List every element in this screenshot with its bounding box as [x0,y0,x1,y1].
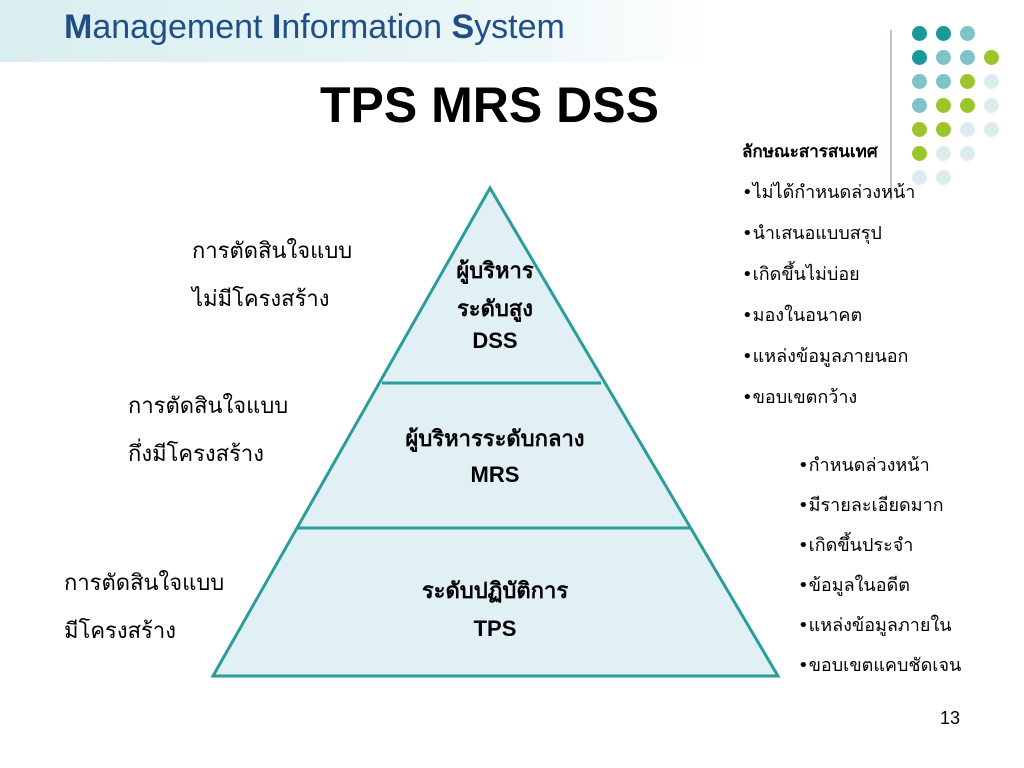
list-item: มองในอนาคต [742,295,915,336]
decorative-dot [912,50,927,65]
decorative-dot [960,122,975,137]
list-item: ขอบเขตกว้าง [742,377,915,418]
decorative-dot [960,50,975,65]
info-list-bottom: กำหนดล่วงหน้า มีรายละเอียดมาก เกิดขึ้นปร… [798,446,962,686]
info-list-top: ลักษณะสารสนเทศ ไม่ได้กำหนดล่วงหน้า นำเสน… [742,132,915,418]
list-item: ขอบเขตแคบชัดเจน [798,646,962,686]
decorative-dot [960,146,975,161]
decorative-dot [984,122,999,137]
list-item: มีรายละเอียดมาก [798,486,961,526]
decorative-dot [912,26,927,41]
list-item: ไม่ได้กำหนดล่วงหน้า [742,172,916,213]
decorative-dot [984,98,999,113]
decorative-dot [912,74,927,89]
list-item: แหล่งข้อมูลภายนอก [742,336,915,377]
list-item: กำหนดล่วงหน้า [798,446,961,486]
list-item: แหล่งข้อมูลภายใน [798,606,961,646]
decorative-dot [912,146,927,161]
slide-title: TPS MRS DSS [320,77,659,133]
decorative-dot [960,98,975,113]
list-item: นำเสนอแบบสรุป [742,213,915,254]
decorative-dot [984,74,999,89]
pyramid-tier-top: ผู้บริหาร ระดับสูง DSS [456,258,534,353]
decorative-dot [984,50,999,65]
decorative-dot [960,26,975,41]
list-item: ข้อมูลในอดีต [798,566,961,606]
decision-label-unstructured: การตัดสินใจแบบ ไม่มีโครงสร้าง [192,239,353,312]
decorative-dot [936,146,951,161]
page-number: 13 [940,708,961,728]
decorative-divider [890,30,892,200]
decorative-dot [912,122,927,137]
decorative-dot [936,74,951,89]
decorative-dot [936,98,951,113]
pyramid-tier-middle: ผู้บริหารระดับกลาง MRS [405,426,585,487]
decorative-dot [936,50,951,65]
decorative-dot [960,74,975,89]
decision-label-structured: การตัดสินใจแบบ มีโครงสร้าง [64,571,225,644]
decorative-dot [936,26,951,41]
pyramid-tier-bottom: ระดับปฏิบัติการ TPS [421,578,569,641]
decorative-dot [912,98,927,113]
list-item: เกิดขึ้นไม่บ่อย [742,254,915,295]
decorative-dot [936,122,951,137]
header-title: Management Information System [64,8,565,46]
decorative-dot [912,170,927,185]
pyramid-shape [210,185,781,678]
header-banner: Management Information System [0,0,714,62]
info-heading: ลักษณะสารสนเทศ [742,142,878,162]
list-item: เกิดขึ้นประจำ [798,526,961,566]
decision-label-semistructured: การตัดสินใจแบบ กึ่งมีโครงสร้าง [128,394,289,467]
decorative-dot [936,170,951,185]
